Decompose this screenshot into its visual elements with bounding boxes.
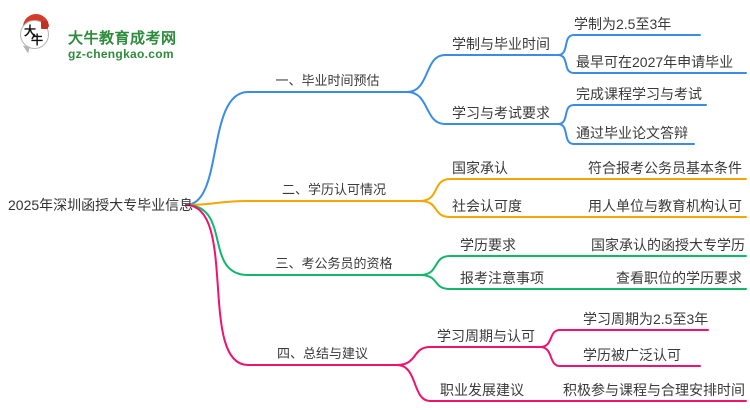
connector-child2-leaf2 [557, 123, 695, 145]
child-node-1-2[interactable]: 学习与考试要求 [452, 105, 550, 121]
leaf-node-1-1-2[interactable]: 最早可在2027年申请毕业 [576, 54, 734, 70]
connector-branch3-row1 [419, 255, 747, 276]
leaf-node-4-1-1[interactable]: 学习周期为2.5至3年 [583, 311, 709, 327]
child-node-1-1[interactable]: 学制与毕业时间 [452, 36, 550, 52]
logo-character-2: 牛 [31, 33, 44, 47]
child-node-2-2[interactable]: 社会认可度 [452, 198, 522, 214]
child-node-3-1[interactable]: 学历要求 [460, 237, 516, 253]
leaf-node-3-2-1[interactable]: 查看职位的学历要求 [616, 270, 742, 286]
connector-branch2-row2 [419, 200, 747, 218]
logo-seal-icon [41, 21, 48, 29]
child-node-3-2[interactable]: 报考注意事项 [460, 270, 544, 286]
connector-branch1-child1 [406, 54, 559, 93]
site-name: 大牛教育成考网 [68, 30, 177, 47]
connector-child1-leaf2 [557, 54, 747, 74]
leaf-node-2-1-1[interactable]: 符合报考公务员基本条件 [588, 160, 742, 176]
leaf-node-4-1-2[interactable]: 学历被广泛认可 [583, 347, 681, 363]
leaf-node-1-2-2[interactable]: 通过毕业论文答辩 [576, 125, 688, 141]
child-node-4-1[interactable]: 学习周期与认可 [437, 328, 535, 344]
connector-branch2-row1 [419, 178, 747, 202]
logo-bubble-tail [21, 45, 30, 54]
branch-node-3[interactable]: 三、考公务员的资格 [275, 256, 393, 271]
leaf-node-1-1-1[interactable]: 学制为2.5至3年 [574, 16, 672, 32]
connector-root-branch3 [185, 204, 421, 276]
leaf-node-1-2-1[interactable]: 完成课程学习与考试 [576, 86, 702, 102]
leaf-node-4-2-1[interactable]: 积极参与课程与合理安排时间 [563, 382, 745, 398]
site-url: gz-chengkao.com [68, 47, 174, 61]
leaf-node-3-1-1[interactable]: 国家承认的函授大专学历 [591, 237, 745, 253]
branch-node-4[interactable]: 四、总结与建议 [276, 346, 368, 361]
branch-node-1[interactable]: 一、毕业时间预估 [275, 73, 380, 88]
site-logo[interactable]: 大 牛 大牛教育成考网 gz-chengkao.com [14, 12, 254, 61]
connector-root-branch1 [185, 91, 408, 206]
logo-character-1: 大 [24, 24, 37, 38]
leaf-node-2-2-1[interactable]: 用人单位与教育机构认可 [588, 198, 742, 214]
connector-branch4-child1 [396, 346, 541, 366]
connector-child41-leaf2 [539, 346, 701, 367]
connector-branch1-child2 [406, 91, 559, 125]
mindmap-root-node[interactable]: 2025年深圳函授大专毕业信息 [8, 197, 194, 213]
connector-root-branch4 [185, 204, 398, 366]
connector-child41-leaf1 [539, 329, 709, 348]
connector-branch4-row2 [396, 364, 747, 402]
connector-child2-leaf1 [557, 104, 707, 125]
connector-root-branch2 [185, 200, 421, 206]
branch-node-2[interactable]: 二、学历认可情况 [281, 182, 386, 197]
connector-child1-leaf1 [557, 34, 701, 56]
connector-branch3-row2 [419, 274, 747, 290]
child-node-4-2[interactable]: 职业发展建议 [440, 382, 524, 398]
child-node-2-1[interactable]: 国家承认 [452, 160, 508, 176]
